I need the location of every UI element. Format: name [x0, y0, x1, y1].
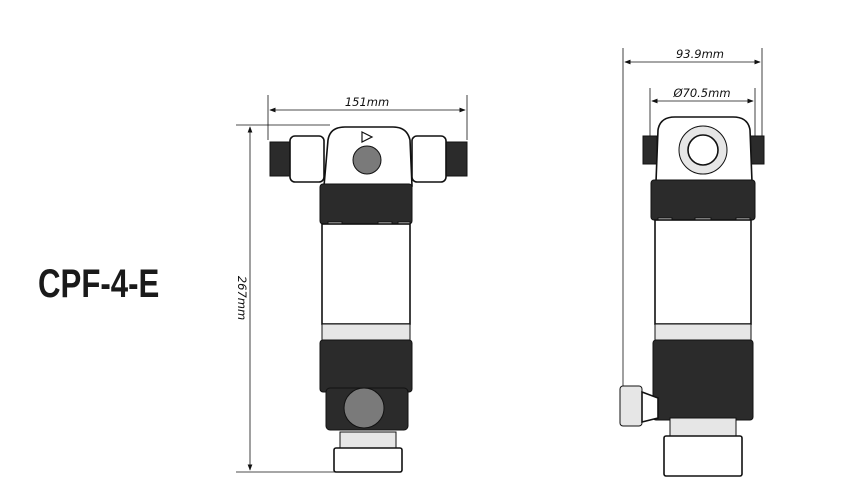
front-width-dimension: 151mm	[267, 95, 468, 140]
front-filter-bowl	[321, 223, 411, 325]
side-upper-collar	[650, 179, 756, 221]
front-width-label: 151mm	[345, 95, 389, 109]
front-lower-ring	[321, 323, 411, 343]
front-outlet-nut	[411, 135, 447, 183]
front-height-dimension: 267mm	[235, 124, 335, 473]
side-handle	[619, 385, 643, 427]
side-left-stub	[642, 135, 658, 165]
model-title: CPF-4-E	[38, 262, 160, 306]
front-inlet-thread	[269, 141, 293, 177]
front-view: 151mm 267mm	[235, 95, 468, 473]
side-handle-joint	[641, 390, 659, 424]
side-width-dimension: 93.9mm	[622, 47, 763, 390]
front-upper-collar	[319, 183, 413, 225]
side-bottom-cap	[663, 435, 743, 477]
side-inlet-bore	[687, 134, 719, 166]
side-right-stub	[749, 135, 765, 165]
side-flush-ring	[669, 417, 737, 439]
side-view: 93.9mm Ø70.5mm	[619, 47, 765, 477]
front-lower-housing	[319, 339, 413, 393]
front-drain-valve	[343, 387, 385, 429]
front-valve-knob	[352, 145, 382, 175]
front-height-label: 267mm	[235, 276, 249, 320]
front-outlet-thread	[444, 141, 468, 177]
side-filter-bowl	[654, 219, 752, 325]
side-diameter-dimension: Ø70.5mm	[649, 86, 756, 140]
side-width-label: 93.9mm	[676, 47, 724, 61]
flow-direction-icon	[361, 131, 374, 143]
side-lower-housing	[652, 339, 754, 421]
front-bottom-cap	[333, 447, 403, 473]
side-lower-ring	[654, 323, 752, 343]
side-diameter-label: Ø70.5mm	[672, 86, 730, 100]
front-inlet-nut	[289, 135, 325, 183]
